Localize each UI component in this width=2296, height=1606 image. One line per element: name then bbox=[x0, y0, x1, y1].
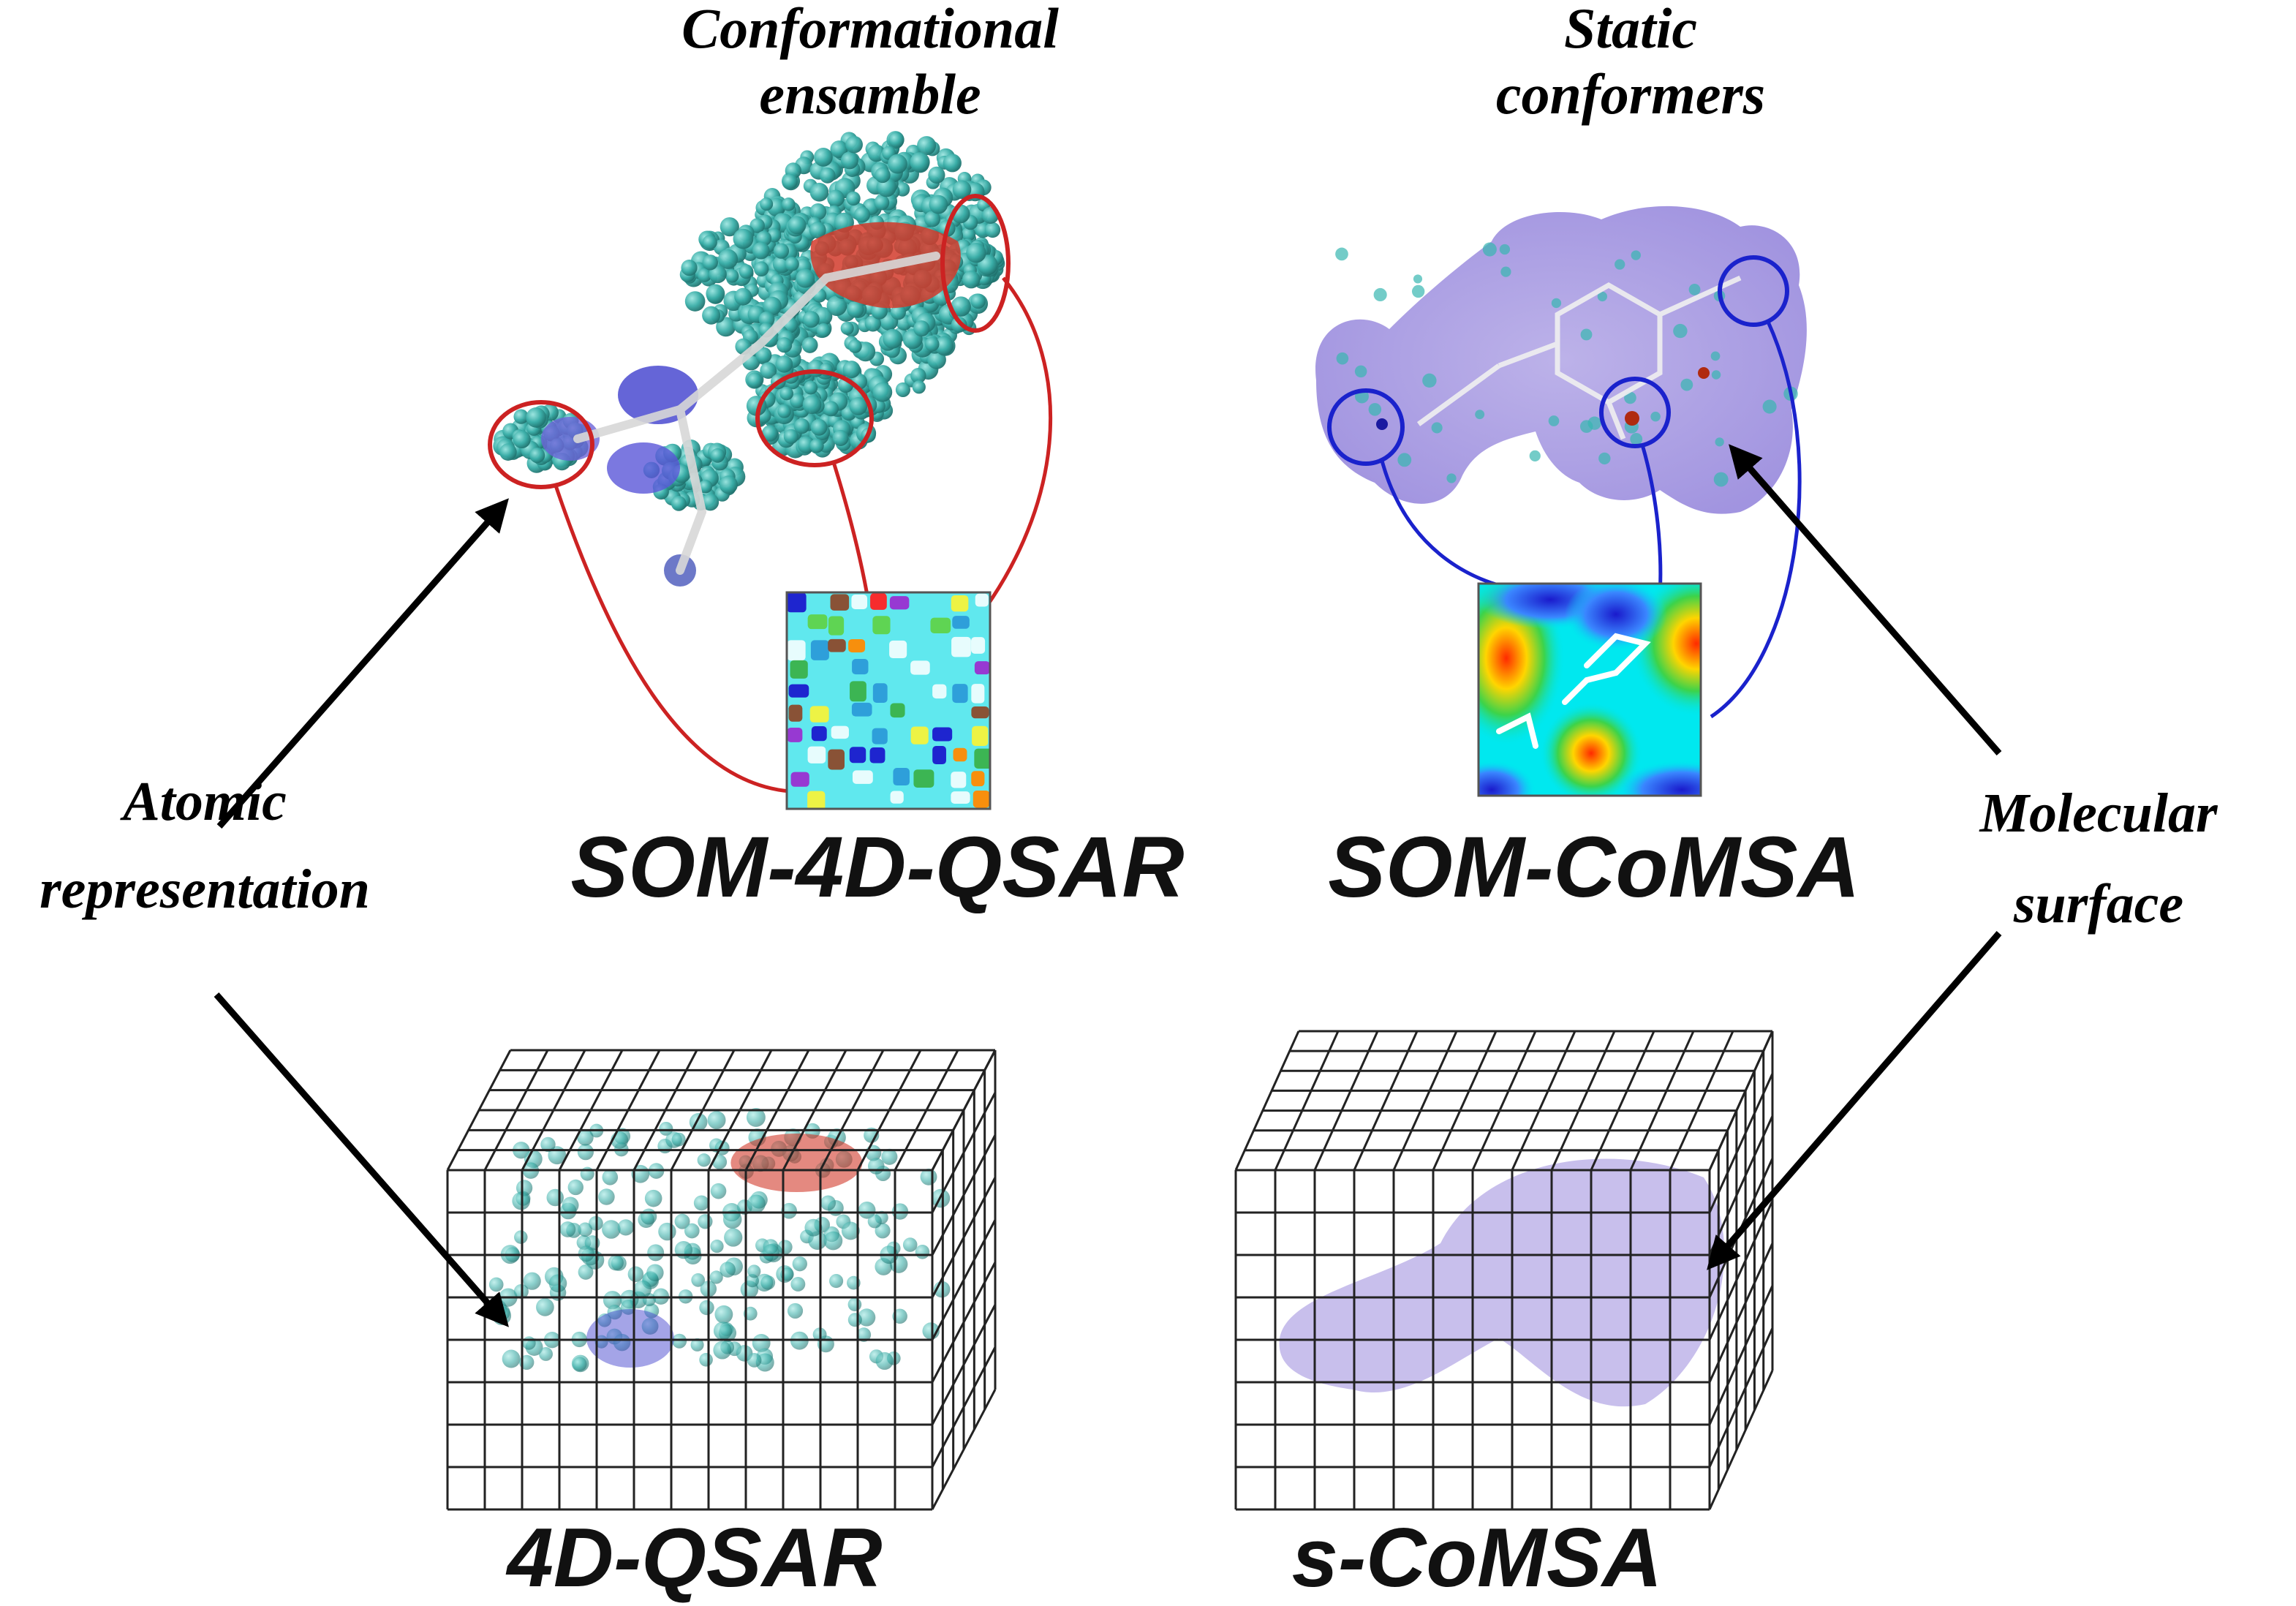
grid-box-4d-qsar bbox=[446, 1049, 997, 1511]
arrow-molecular-to-surface bbox=[1729, 444, 2002, 755]
heading-static-line1: Static bbox=[1563, 0, 1697, 60]
heading-static-conformers: Static conformers bbox=[1375, 0, 1887, 127]
arrow-atomic-to-grid bbox=[214, 992, 509, 1327]
arrow-atomic-to-ensemble bbox=[216, 498, 509, 829]
conformational-ensemble-illustration bbox=[488, 131, 1053, 793]
heading-static-line2: conformers bbox=[1495, 62, 1766, 126]
label-molecular-surface: Molecular surface bbox=[1901, 768, 2296, 949]
label-molecular-line1: Molecular bbox=[1979, 783, 2218, 844]
heading-conformational-line2: ensamble bbox=[759, 62, 981, 126]
label-s-comsa: s-CoMSA bbox=[1291, 1512, 1663, 1605]
annotation-arrows bbox=[214, 444, 2002, 1327]
label-atomic-line1: Atomic bbox=[123, 771, 287, 832]
label-som-comsa: SOM-CoMSA bbox=[1328, 819, 1860, 916]
som-comsa-map bbox=[1479, 584, 1701, 796]
som-4d-map bbox=[787, 592, 990, 809]
grid-box-s-comsa bbox=[1234, 1030, 1774, 1511]
label-molecular-line2: surface bbox=[2013, 873, 2184, 935]
label-atomic-line2: representation bbox=[39, 859, 370, 920]
heading-conformational-line1: Conformational bbox=[681, 0, 1059, 60]
label-4d-qsar: 4D-QSAR bbox=[507, 1512, 883, 1605]
arrow-molecular-to-grid bbox=[1707, 931, 2002, 1270]
label-som-4d-qsar: SOM-4D-QSAR bbox=[570, 819, 1185, 916]
label-atomic-representation: Atomic representation bbox=[0, 758, 409, 933]
heading-conformational-ensemble: Conformational ensamble bbox=[614, 0, 1126, 127]
